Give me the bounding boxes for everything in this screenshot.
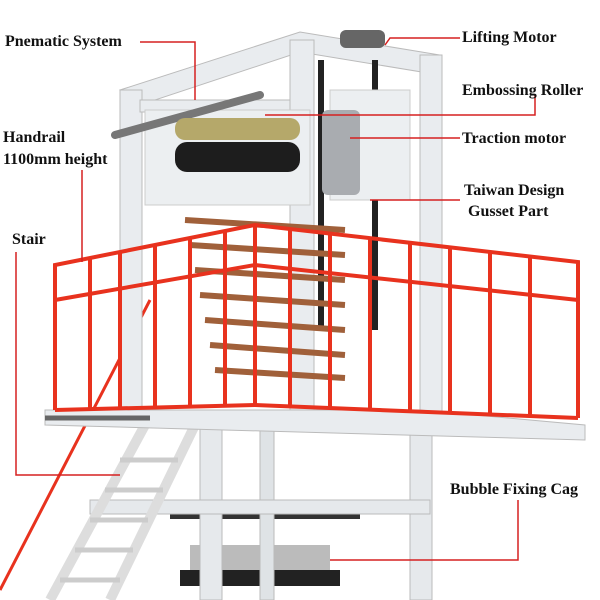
leader-lines	[15, 37, 536, 561]
label-gusset-line2: Gusset Part	[468, 203, 549, 220]
embossing-roller	[175, 118, 300, 140]
stair	[0, 299, 200, 600]
label-handrail: Handrail	[3, 129, 66, 146]
label-pneumatic-system: Pnematic System	[5, 33, 122, 50]
idler-roller	[111, 91, 264, 139]
label-handrail-height: 1100mm height	[3, 151, 108, 168]
lifting-motor	[340, 30, 385, 48]
label-lifting-motor: Lifting Motor	[462, 29, 557, 46]
label-gusset-line1: Taiwan Design	[464, 182, 565, 199]
rubber-roller	[175, 142, 300, 172]
crossbar	[89, 499, 431, 515]
label-traction-motor: Traction motor	[462, 130, 567, 147]
handrail	[53, 222, 580, 420]
label-stair: Stair	[12, 231, 46, 248]
label-bubble-fixing-cage: Bubble Fixing Cag	[450, 481, 579, 498]
traction-motor	[322, 110, 360, 195]
screw-rod	[318, 60, 324, 330]
label-embossing-roller: Embossing Roller	[462, 82, 584, 99]
